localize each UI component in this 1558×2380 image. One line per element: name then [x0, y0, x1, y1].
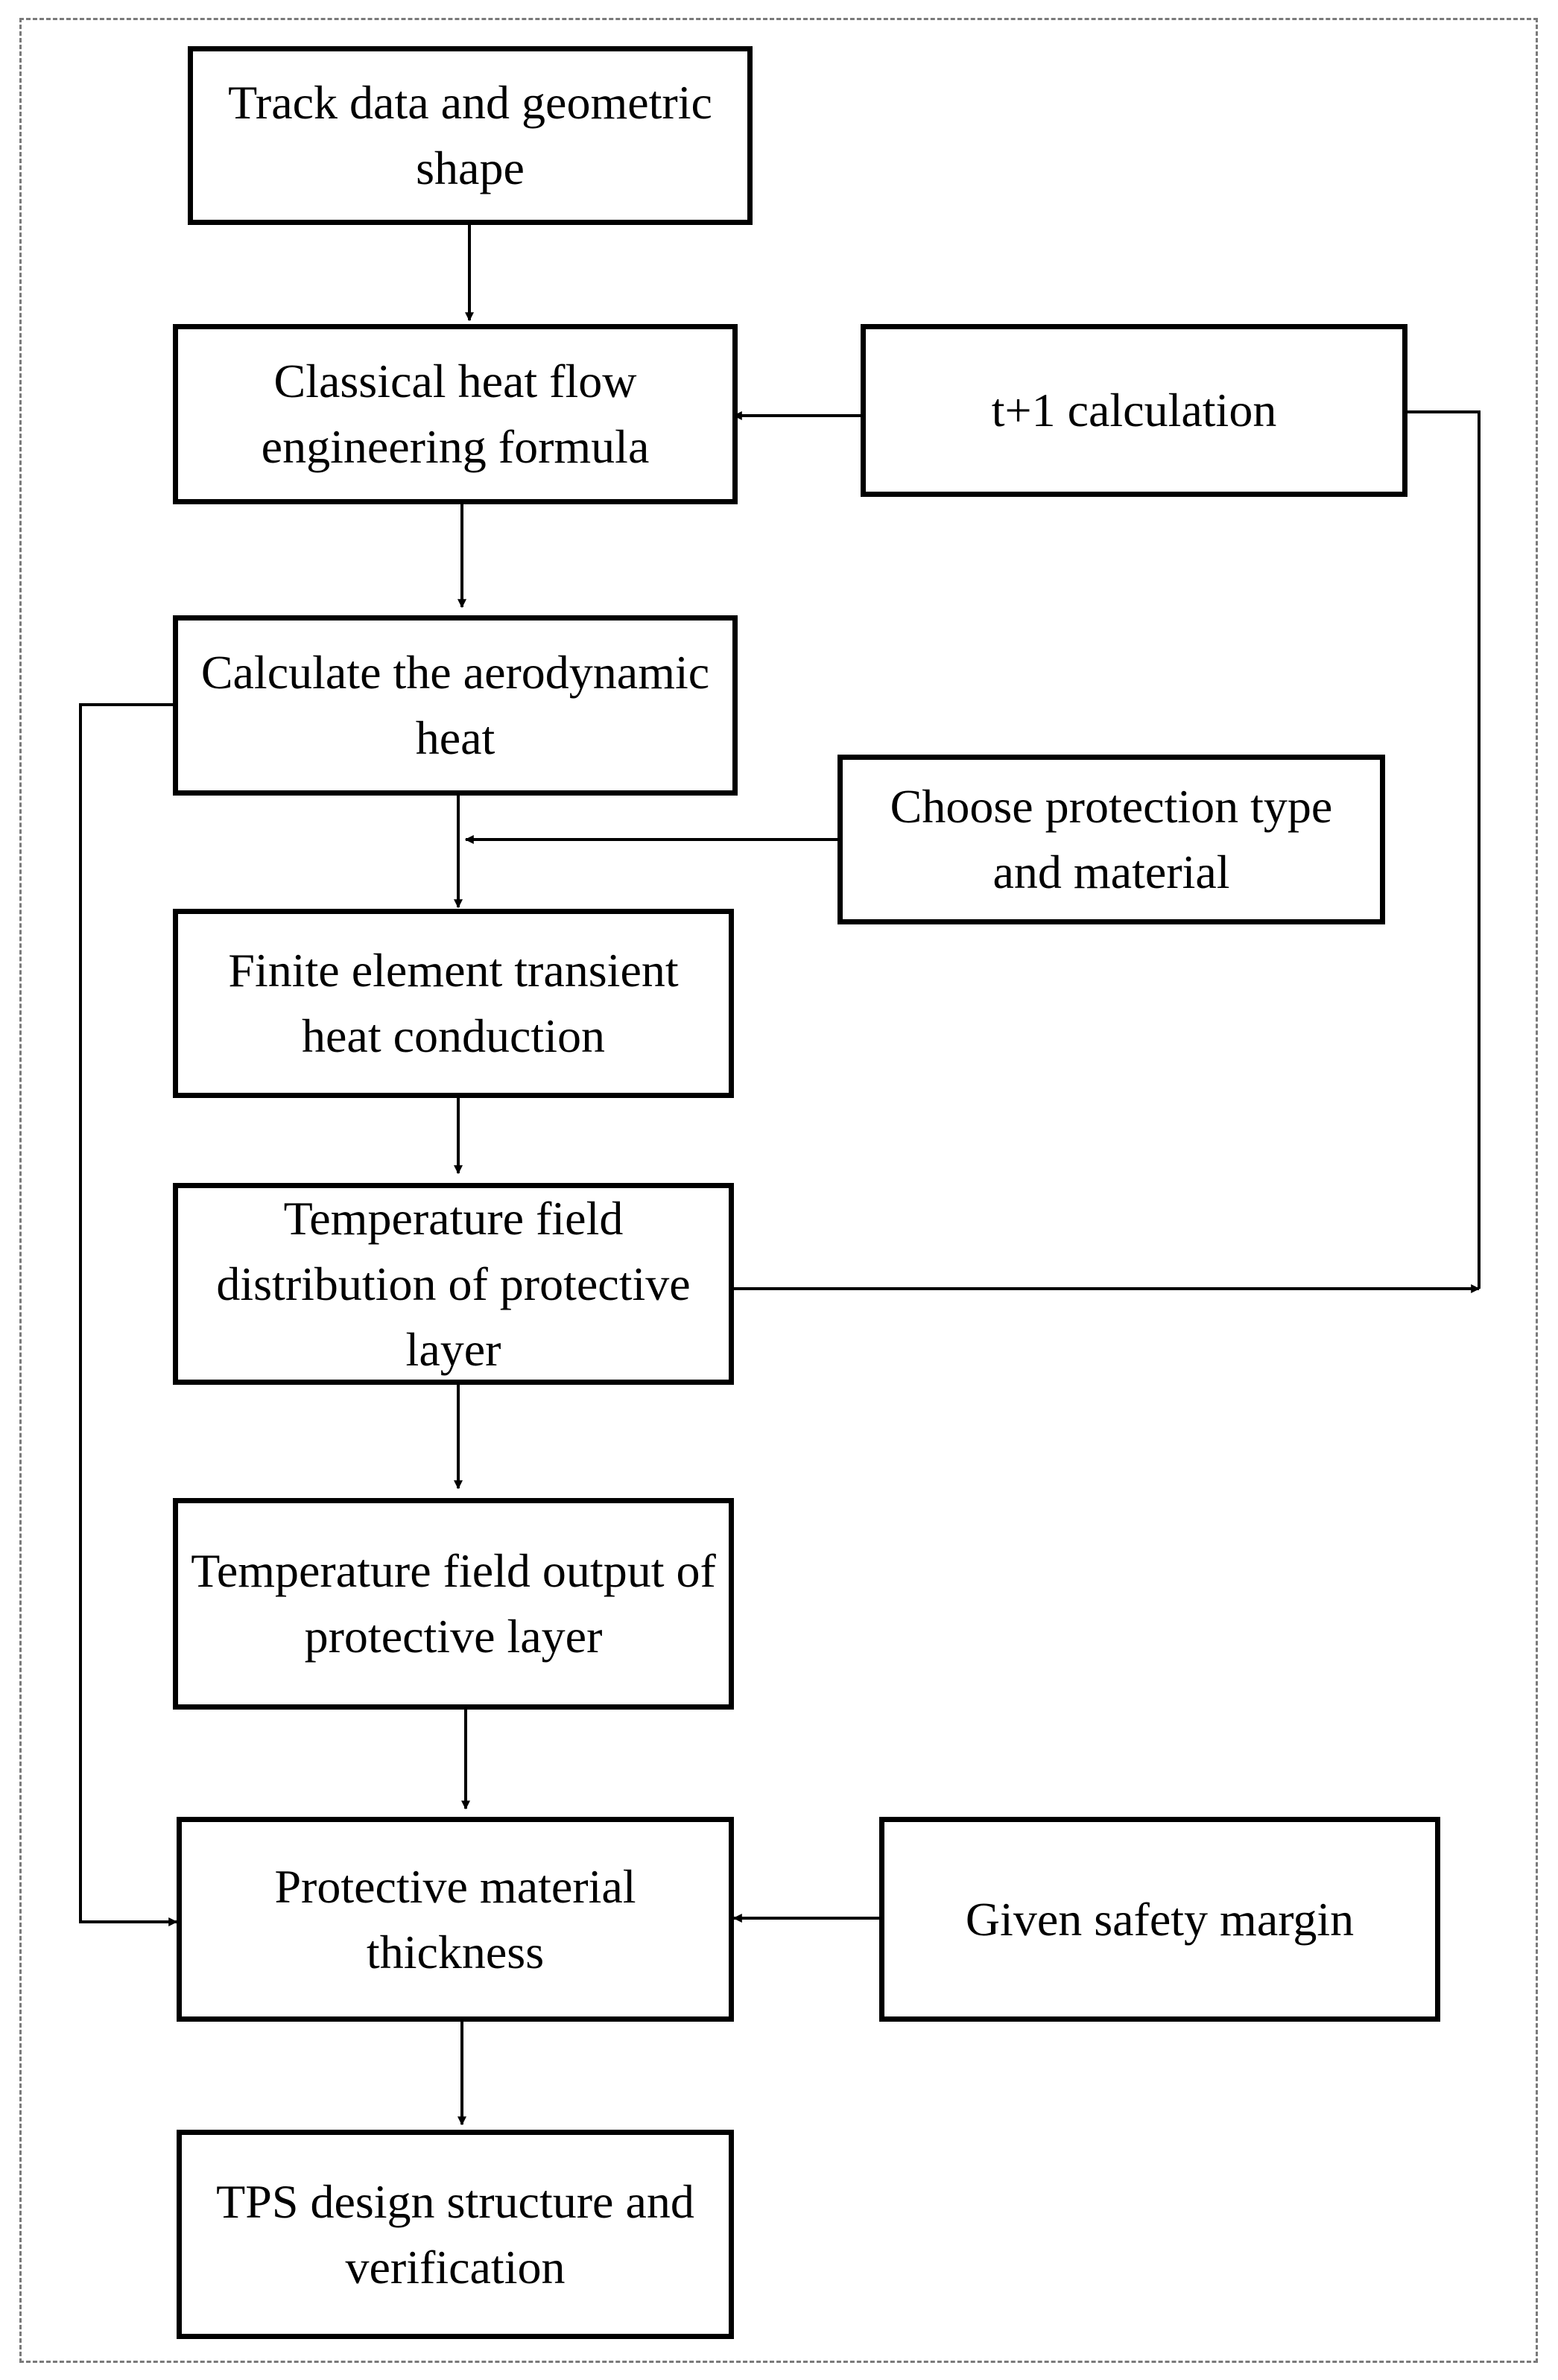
box-protective-thickness: Protective material thickness [177, 1817, 734, 2022]
box-track-data: Track data and geometric shape [188, 46, 753, 225]
box-safety-margin: Given safety margin [879, 1817, 1440, 2022]
thickness-label: Protective material thickness [274, 1859, 636, 1978]
fem-label: Finite element transient heat conduction [228, 944, 679, 1062]
tps-label: TPS design structure and verification [216, 2174, 694, 2294]
classical-label: Classical heat flow engineering formula [261, 355, 650, 473]
dashed-frame [19, 18, 1538, 2363]
safety-label: Given safety margin [965, 1892, 1355, 1946]
box-tps-design: TPS design structure and verification [177, 2130, 734, 2339]
line-t1-loop-right [1405, 410, 1481, 1289]
box-temperature-output: Temperature field output of protective l… [173, 1498, 734, 1710]
box-t1-calculation: t+1 calculation [861, 324, 1407, 497]
box-aerodynamic-heat: Calculate the aerodynamic heat [173, 615, 738, 796]
tempout-label: Temperature field output of protective l… [191, 1544, 716, 1663]
track-label: Track data and geometric shape [228, 76, 712, 194]
choose-label: Choose protection type and material [890, 780, 1333, 898]
box-finite-element: Finite element transient heat conduction [173, 909, 734, 1098]
box-choose-protection: Choose protection type and material [837, 755, 1385, 924]
tempdist-label: Temperature field distribution of protec… [216, 1191, 691, 1376]
box-temperature-distribution: Temperature field distribution of protec… [173, 1183, 734, 1385]
arrow-aero-bypass-to-thickness [79, 703, 178, 1926]
box-classical-heat-flow: Classical heat flow engineering formula [173, 324, 738, 504]
aero-label: Calculate the aerodynamic heat [200, 646, 710, 764]
t1-label: t+1 calculation [991, 384, 1277, 437]
